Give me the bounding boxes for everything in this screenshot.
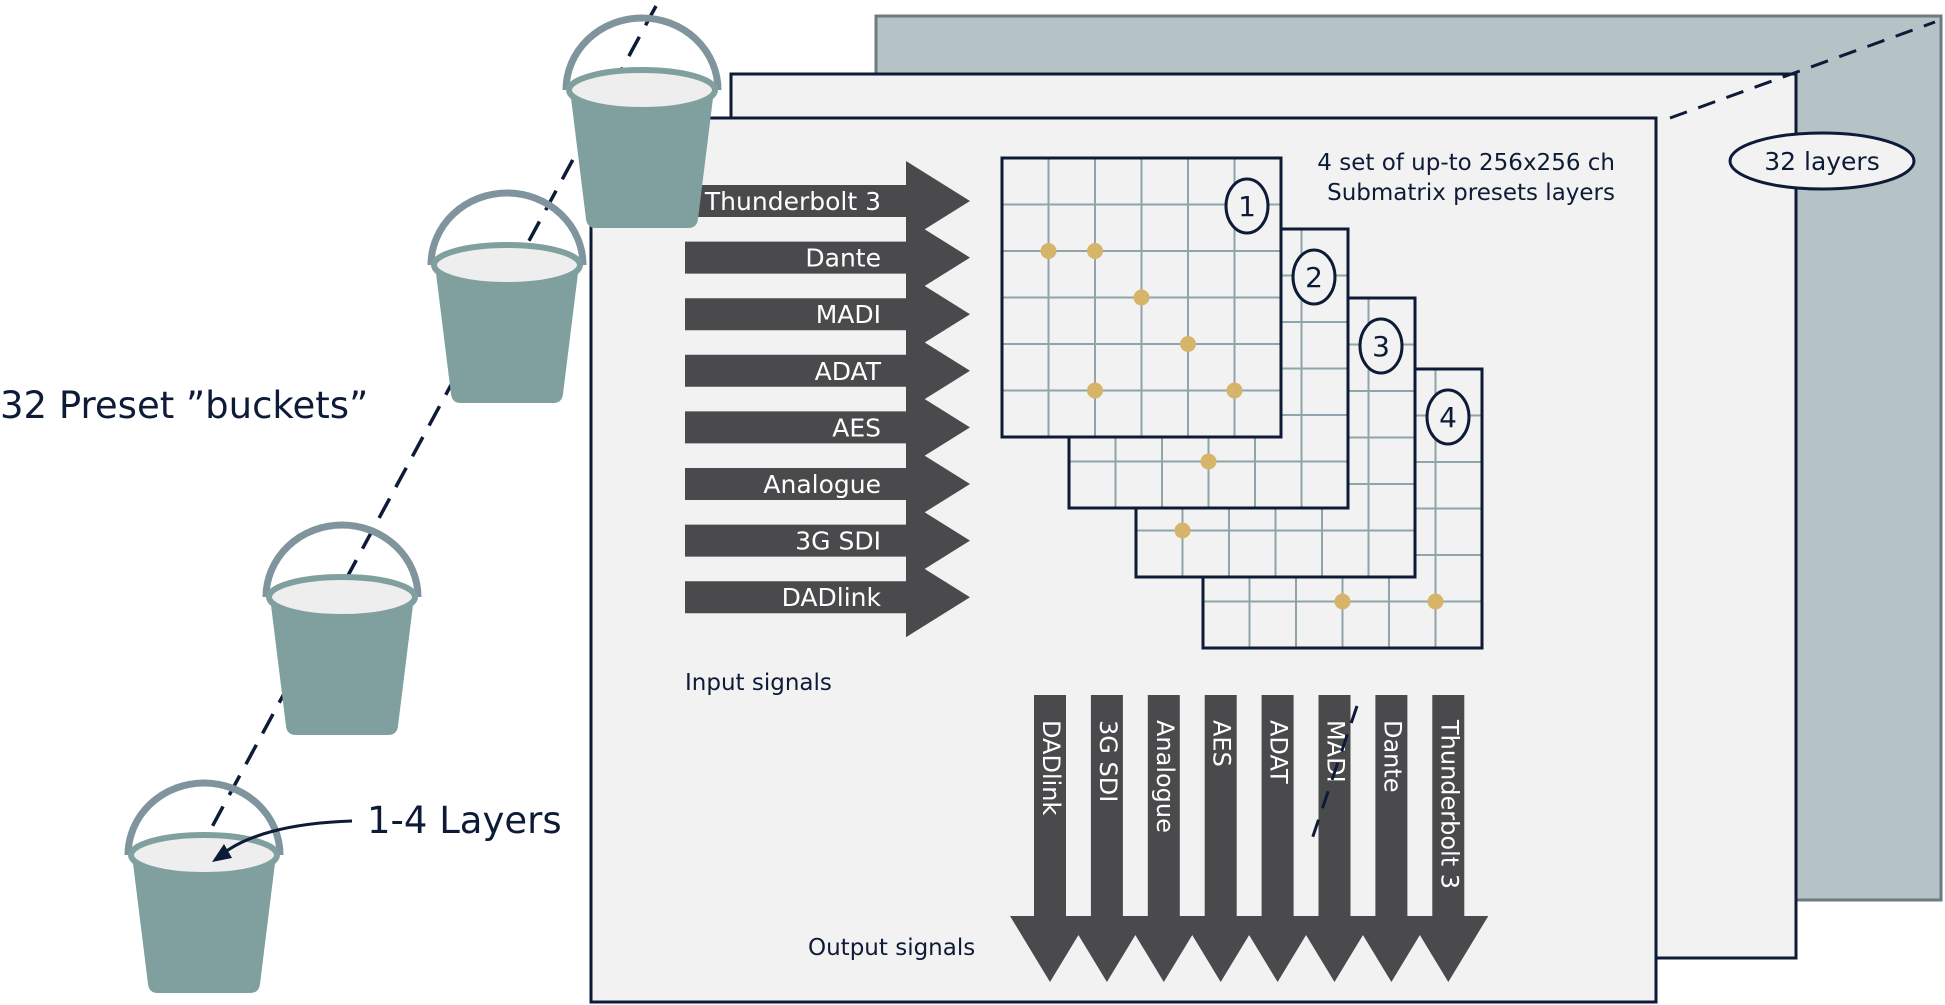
- matrix-number-badge: [1224, 177, 1270, 235]
- arrow-right-icon: [685, 500, 970, 581]
- output-arrow: DADlink: [1010, 695, 1090, 982]
- output-signal-label: ADAT: [1265, 720, 1293, 784]
- layers-badge-ellipse: [1728, 131, 1916, 191]
- bucket-body: [435, 265, 579, 403]
- crosspoint-dot: [1087, 382, 1103, 399]
- bucket-rim: [431, 242, 583, 288]
- bucket-rim: [266, 574, 418, 620]
- input-arrow: MADI: [685, 274, 970, 355]
- output-arrow: ADAT: [1237, 695, 1318, 982]
- input-signal-label: ADAT: [815, 357, 882, 386]
- arrow-right-icon: [685, 161, 970, 241]
- input-arrow: Thunderbolt 3: [685, 161, 970, 241]
- matrix-caption-line1: 4 set of up-to 256x256 ch: [1317, 150, 1615, 176]
- crosspoint-dot: [1087, 243, 1103, 259]
- input-arrow: DADlink: [685, 557, 970, 638]
- output-dashed-line: [1308, 705, 1359, 846]
- crosspoint-dot: [1133, 289, 1150, 306]
- bucket-icon: [124, 779, 284, 993]
- matrix-number-badge: [1291, 248, 1337, 306]
- arrow-right-icon: [685, 217, 970, 298]
- output-arrow: 3G SDI: [1066, 695, 1147, 982]
- bucket-body: [270, 597, 414, 735]
- callout-arrowhead-icon: [212, 844, 232, 862]
- crosspoint-dot: [1427, 593, 1444, 610]
- submatrix-stack: 4 3 2 1: [1000, 156, 1484, 650]
- input-arrow: 3G SDI: [685, 500, 970, 581]
- input-signal-label: Analogue: [763, 470, 881, 499]
- arrow-right-icon: [685, 274, 970, 355]
- matrix-caption-line2: Submatrix presets layers: [1327, 180, 1615, 206]
- output-arrow: Dante: [1351, 695, 1432, 982]
- crosspoint-dot: [1040, 243, 1057, 259]
- arrow-right-icon: [685, 330, 970, 411]
- arrow-down-icon: [1123, 695, 1204, 982]
- output-signals-label: Output signals: [808, 935, 975, 961]
- arrow-down-icon: [1351, 695, 1432, 982]
- output-arrow: Thunderbolt 3: [1408, 695, 1489, 982]
- input-arrow: Dante: [685, 217, 970, 298]
- bucket-icon: [562, 14, 722, 228]
- arrow-down-icon: [1066, 695, 1147, 982]
- arrow-right-icon: [685, 387, 970, 468]
- matrix-number: 2: [1305, 261, 1323, 294]
- bucket-handle: [262, 521, 422, 598]
- bucket-handle: [427, 189, 587, 266]
- bucket-icon: [262, 521, 422, 735]
- arrow-right-icon: [685, 557, 970, 638]
- output-arrow: Analogue: [1123, 695, 1204, 982]
- arrow-down-icon: [1294, 695, 1375, 982]
- layers-dashed-line: [1669, 20, 1936, 120]
- input-signal-label: Dante: [805, 244, 881, 273]
- bucket-body: [570, 90, 714, 228]
- layers-badge-text: 32 layers: [1764, 147, 1880, 176]
- input-signal-label: Thunderbolt 3: [704, 187, 881, 216]
- crosspoint-dot: [1226, 382, 1243, 399]
- input-signal-label: 3G SDI: [795, 527, 881, 556]
- bucket-icon: [427, 189, 587, 403]
- output-signal-label: Thunderbolt 3: [1435, 719, 1463, 889]
- input-signal-label: MADI: [816, 300, 881, 329]
- output-signal-label: Analogue: [1151, 720, 1179, 833]
- matrix-number: 3: [1372, 330, 1390, 363]
- output-arrow: AES: [1180, 695, 1261, 982]
- input-arrow: ADAT: [685, 330, 970, 411]
- input-signal-label: AES: [832, 413, 881, 442]
- matrix-number-badge: [1358, 317, 1404, 375]
- preset-buckets-label: 32 Preset ”buckets”: [0, 384, 368, 427]
- matrix-number-badge: [1425, 388, 1471, 446]
- output-signal-label: 3G SDI: [1094, 720, 1122, 802]
- bucket-rim: [566, 67, 718, 113]
- arrow-down-icon: [1237, 695, 1318, 982]
- crosspoint-dot: [1200, 453, 1217, 470]
- bucket-body: [132, 855, 276, 993]
- bucket-rim: [128, 832, 280, 878]
- input-arrow: AES: [685, 387, 970, 468]
- bucket-handle: [562, 14, 722, 91]
- crosspoint-dot: [1180, 336, 1196, 352]
- input-signals-label: Input signals: [685, 670, 832, 696]
- submatrix-1: 1: [1000, 156, 1283, 439]
- arrow-right-icon: [685, 444, 970, 524]
- bucket-callout-text: 1-4 Layers: [367, 799, 562, 842]
- output-signal-label: DADlink: [1037, 720, 1065, 816]
- arrow-down-icon: [1180, 695, 1261, 982]
- matrix-border: [1000, 156, 1283, 439]
- input-arrow: Analogue: [685, 444, 970, 524]
- output-signal-label: Dante: [1378, 720, 1406, 793]
- arrow-down-icon: [1408, 695, 1489, 982]
- matrix-number: 4: [1439, 401, 1457, 434]
- preset-buckets: [124, 5, 722, 993]
- crosspoint-dot: [1174, 522, 1191, 539]
- callout-arrow: [219, 819, 353, 858]
- crosspoint-dot: [1334, 593, 1351, 610]
- matrix-number: 1: [1238, 190, 1256, 223]
- arrow-down-icon: [1010, 695, 1090, 982]
- bucket-handle: [124, 779, 284, 856]
- input-signal-label: DADlink: [782, 583, 882, 612]
- output-signal-label: AES: [1208, 720, 1236, 767]
